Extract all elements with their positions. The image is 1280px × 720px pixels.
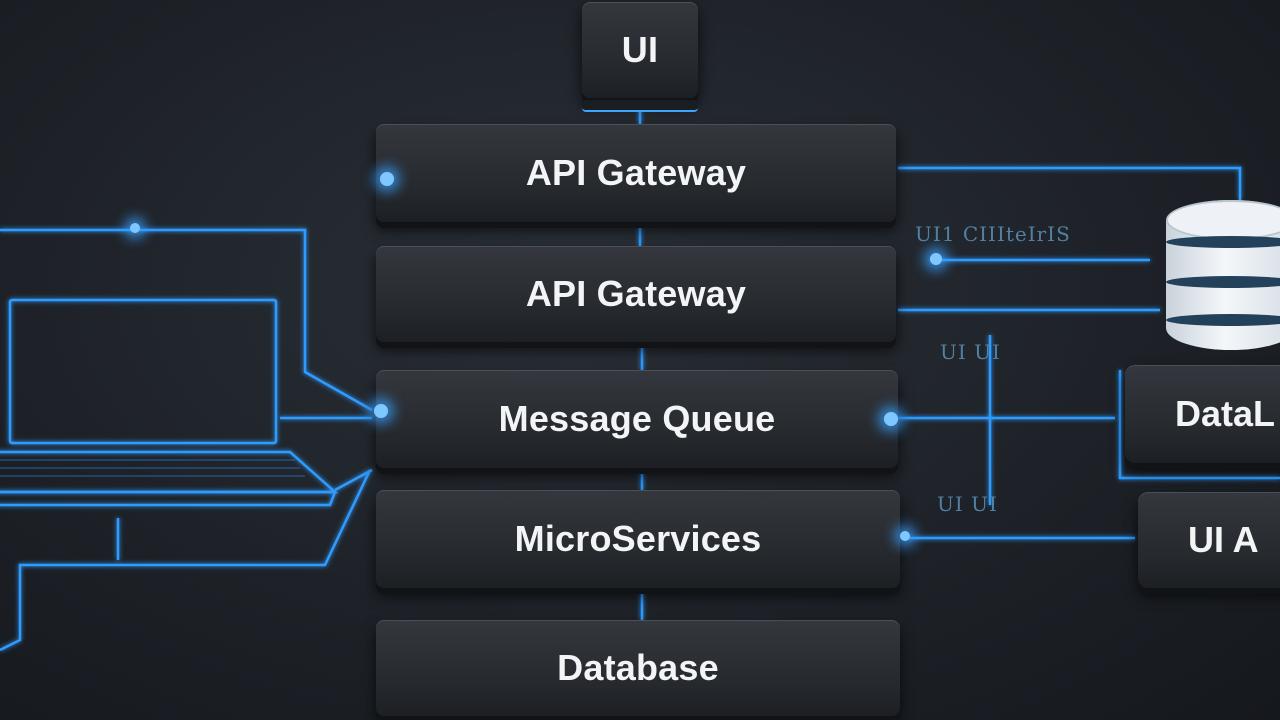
ui-layer: UI [582, 2, 698, 112]
api-gateway-label-2: API Gateway [525, 273, 747, 314]
cylinder-band [1166, 236, 1280, 248]
ui-layer-label: UI [621, 29, 659, 70]
side-box-top-label: DataL [1175, 393, 1276, 434]
api-gateway-layer-1: API Gateway [376, 124, 896, 222]
cylinder-band [1166, 276, 1280, 288]
api-gateway-layer-2: API Gateway [376, 246, 896, 342]
faint-label-1: UI1 CIIIteIrIS [915, 222, 1071, 246]
glow-node [380, 172, 394, 186]
api-gateway-label-1: API Gateway [525, 152, 747, 193]
database-layer: Database [376, 620, 900, 716]
glow-node [900, 531, 910, 541]
faint-label-2: UI UI [940, 340, 1001, 364]
side-box-top: DataL [1125, 365, 1280, 463]
message-queue-label: Message Queue [498, 398, 776, 439]
glow-node [884, 412, 898, 426]
glow-node [930, 253, 942, 265]
database-cylinder-icon [1166, 200, 1280, 350]
database-label: Database [557, 647, 719, 688]
laptop-icon [0, 298, 339, 507]
message-queue-layer: Message Queue [376, 370, 898, 468]
cylinder-band [1166, 314, 1280, 326]
microservices-label: MicroServices [514, 518, 762, 559]
side-box-bottom: UI A [1138, 492, 1280, 588]
faint-label-3: UI UI [937, 492, 998, 516]
microservices-layer: MicroServices [376, 490, 900, 588]
glow-node [374, 404, 388, 418]
glow-node [130, 223, 140, 233]
side-box-bottom-label: UI A [1188, 519, 1259, 560]
